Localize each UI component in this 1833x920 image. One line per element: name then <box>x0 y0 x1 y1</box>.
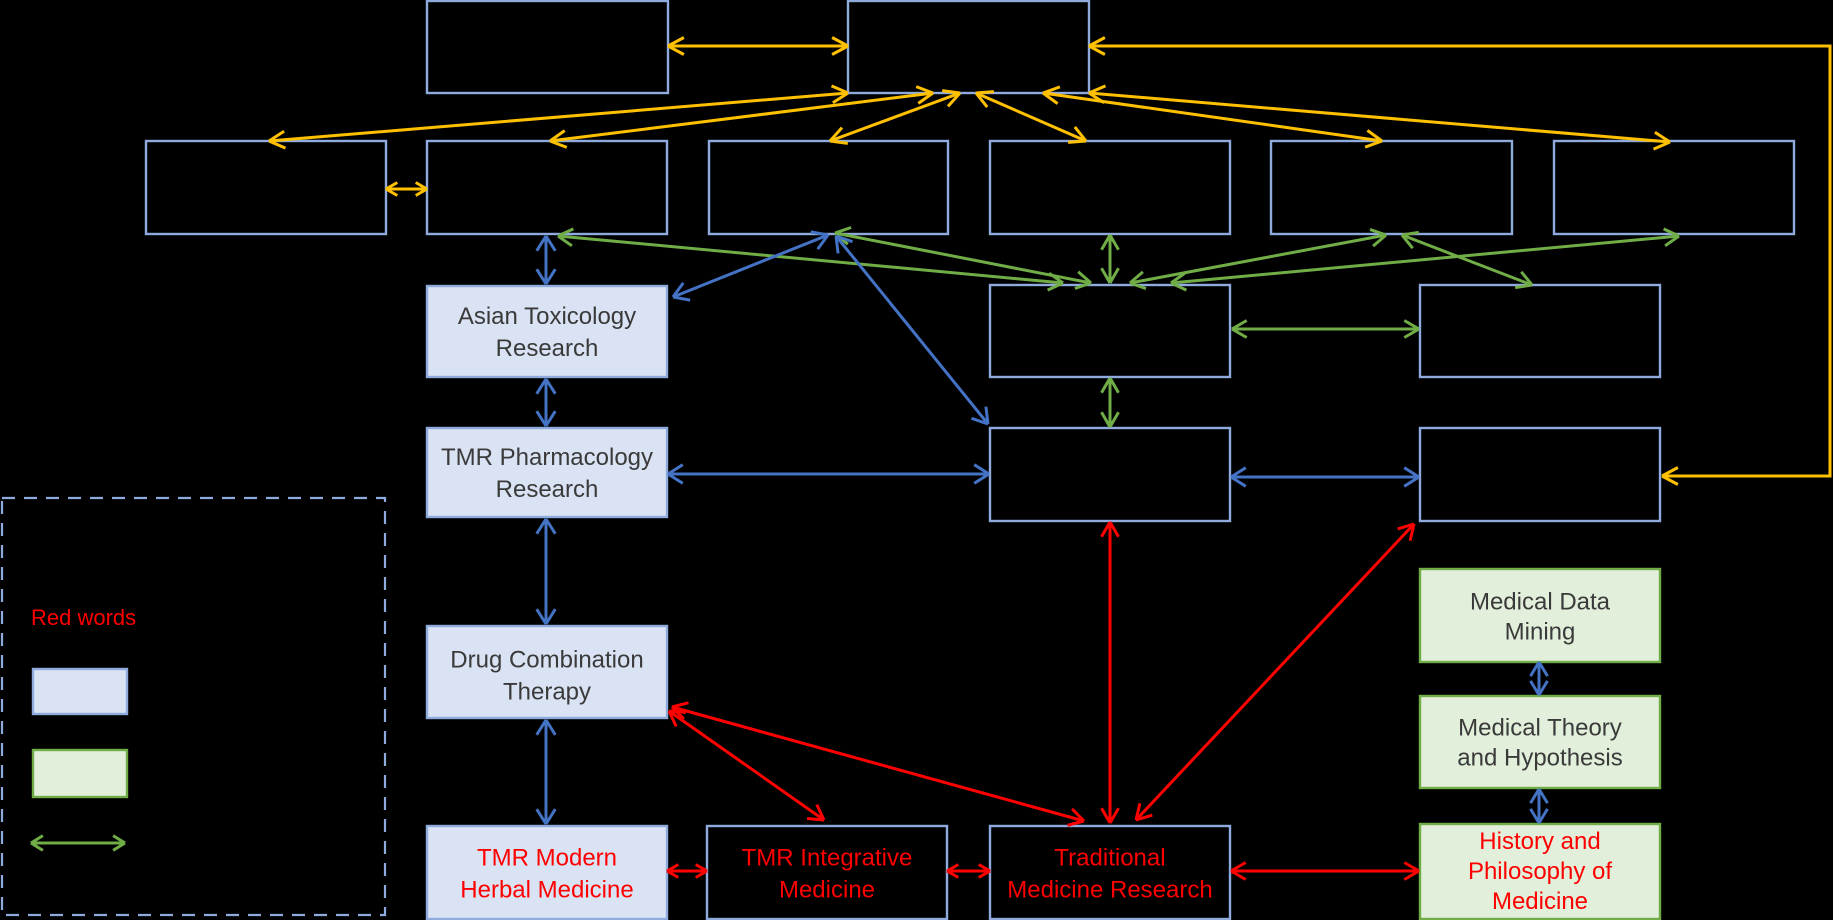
svg-text:Mining: Mining <box>1505 618 1576 645</box>
svg-text:Research: Research <box>496 476 599 503</box>
svg-text:TMR Modern: TMR Modern <box>477 844 617 871</box>
svg-text:and Hypothesis: and Hypothesis <box>1457 744 1622 771</box>
svg-text:Medicine Research: Medicine Research <box>1007 876 1212 903</box>
svg-text:TMR Pharmacology: TMR Pharmacology <box>441 444 653 471</box>
svg-text:Therapy: Therapy <box>503 678 591 705</box>
svg-text:Medicine: Medicine <box>1492 888 1588 915</box>
svg-text:Medical Theory: Medical Theory <box>1458 714 1622 741</box>
svg-text:Philosophy of: Philosophy of <box>1468 858 1612 885</box>
svg-text:Medical Data: Medical Data <box>1470 588 1611 615</box>
svg-text:Research: Research <box>496 335 599 362</box>
svg-text:Asian Toxicology: Asian Toxicology <box>458 303 636 330</box>
svg-text:Drug Combination: Drug Combination <box>450 646 643 673</box>
svg-text:History and: History and <box>1479 828 1600 855</box>
svg-text:Traditional: Traditional <box>1054 844 1165 871</box>
svg-text:Herbal Medicine: Herbal Medicine <box>460 876 633 903</box>
svg-text:Red words: Red words <box>31 605 136 630</box>
svg-text:TMR Integrative: TMR Integrative <box>742 844 913 871</box>
svg-text:Medicine: Medicine <box>779 876 875 903</box>
